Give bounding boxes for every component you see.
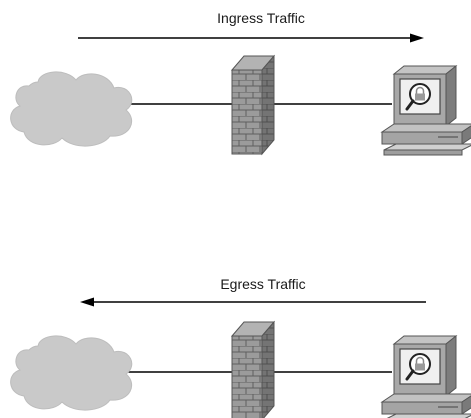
cloud-icon	[10, 335, 133, 411]
egress-arrow	[80, 297, 426, 307]
ingress-diagram	[10, 33, 471, 157]
ingress-panel: Ingress Traffic	[0, 0, 471, 200]
ingress-arrow	[78, 33, 424, 43]
egress-panel: Egress Traffic	[0, 260, 471, 418]
cloud-icon	[10, 71, 133, 147]
ingress-traffic-label: Ingress Traffic	[217, 10, 305, 26]
firewall-brick-icon	[231, 321, 275, 418]
monitored-host-icon	[380, 64, 471, 157]
firewall-brick-icon	[231, 55, 275, 155]
egress-diagram	[10, 297, 471, 418]
egress-traffic-label: Egress Traffic	[220, 276, 306, 292]
monitored-host-icon	[380, 334, 471, 418]
